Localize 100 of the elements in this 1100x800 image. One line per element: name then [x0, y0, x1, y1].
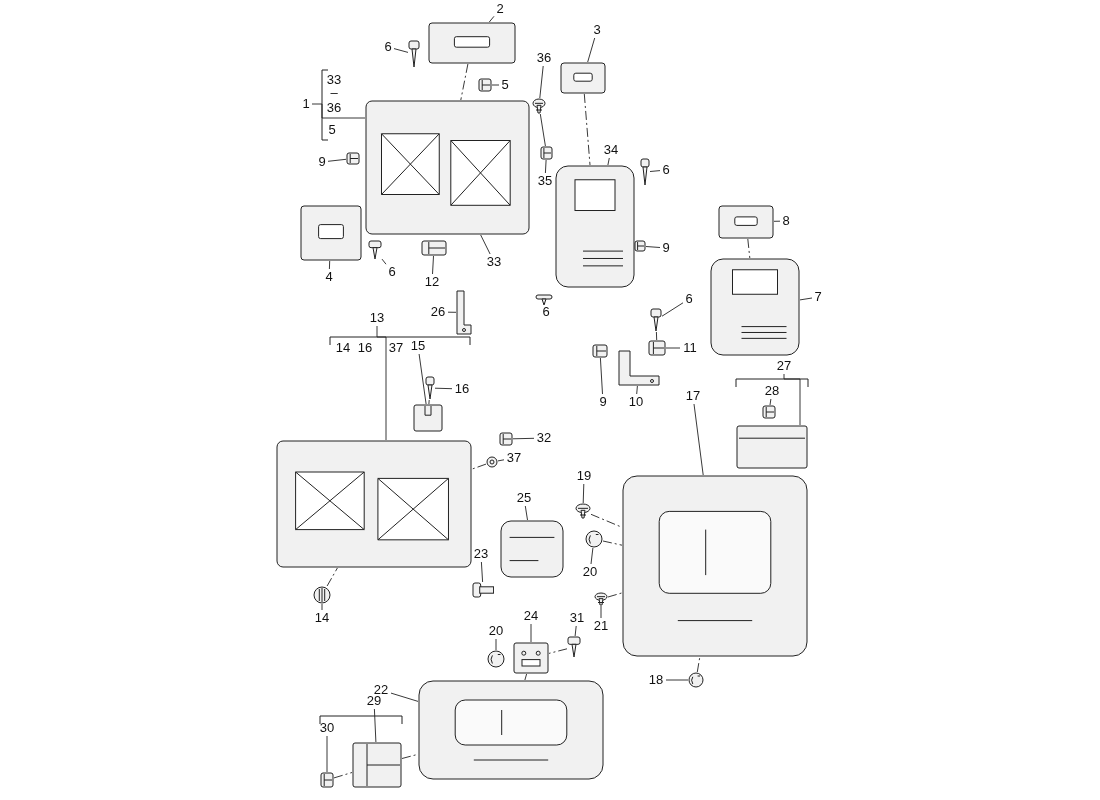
clip-drawing	[499, 432, 513, 446]
plug-drawing	[688, 672, 704, 688]
leader-line	[488, 15, 495, 23]
callout-number: 24	[521, 608, 541, 624]
callout-number: 25	[514, 490, 534, 506]
leader-line	[799, 297, 813, 301]
clip-drawing	[762, 405, 776, 419]
leader-line	[539, 113, 546, 147]
clip-drawing	[592, 344, 608, 358]
leader-line	[311, 103, 366, 119]
leader-line	[574, 625, 577, 637]
leader-line	[381, 258, 387, 265]
plug-drawing	[585, 530, 603, 548]
leader-line	[607, 157, 610, 166]
callout-number: 9	[597, 394, 609, 410]
callout-number: 6	[683, 291, 695, 307]
trim-panel-drawing	[365, 100, 530, 235]
callout-number: 4	[323, 269, 335, 285]
assembly-line	[583, 93, 591, 166]
washer-drawing	[486, 456, 498, 468]
leader-line	[649, 170, 661, 172]
callout-number: 1	[300, 96, 312, 112]
leader-line	[327, 158, 347, 162]
callout-number: 13	[367, 310, 387, 326]
callout-number: 17	[683, 388, 703, 404]
leader-line	[491, 84, 500, 86]
clip-drawing	[648, 340, 666, 356]
callout-number: 6	[386, 264, 398, 280]
leader-line	[321, 603, 323, 611]
assembly-line	[655, 331, 658, 341]
floor-liner-drawing	[622, 475, 808, 657]
leader-line	[544, 159, 547, 174]
clip-drawing	[634, 240, 646, 252]
assembly-line	[607, 592, 623, 598]
assembly-line	[548, 648, 568, 654]
callout-number: 5	[328, 122, 336, 138]
callout-number: 9	[316, 154, 328, 170]
callout-number: 36	[534, 50, 554, 66]
strap-drawing	[500, 520, 564, 578]
leader-line	[665, 679, 689, 681]
push-pin-drawing	[532, 98, 546, 114]
push-pin-drawing	[594, 592, 608, 606]
assembly-line	[460, 63, 469, 101]
callout-number: 28	[762, 383, 782, 399]
callout-number: 14	[312, 610, 332, 626]
screw-drawing	[567, 636, 581, 658]
leader-line	[390, 692, 419, 702]
assembly-line	[747, 238, 751, 259]
leader-line	[530, 623, 532, 643]
leader-line	[418, 353, 427, 405]
leader-line	[432, 255, 434, 275]
callout-number: 15	[408, 338, 428, 354]
trim-strip-drawing	[736, 425, 808, 469]
callout-number: 11	[680, 340, 700, 356]
callout-number: 34	[601, 142, 621, 158]
assembly-line	[333, 772, 353, 779]
callout-number: 12	[422, 274, 442, 290]
callout-number: 36	[326, 100, 342, 116]
assembly-line	[428, 399, 430, 405]
assembly-line	[401, 753, 419, 759]
leader-line	[773, 220, 781, 222]
callout-number: 6	[382, 39, 394, 55]
leader-line	[539, 65, 544, 99]
clip-drawing	[346, 152, 360, 165]
leader-line	[480, 234, 491, 255]
cover-drawing	[718, 205, 774, 239]
leader-line	[645, 246, 661, 248]
clip-drawing	[320, 772, 334, 788]
assembly-line	[602, 540, 623, 546]
callout-number: 3	[591, 22, 603, 38]
leader-line	[665, 347, 681, 349]
clip-drawing	[421, 240, 447, 256]
callout-number: 19	[574, 468, 594, 484]
trim-panel-drawing	[276, 440, 472, 568]
callout-number: 20	[486, 623, 506, 639]
assembly-line	[696, 656, 701, 673]
callout-number: 20	[580, 564, 600, 580]
bracket-drawing	[456, 290, 472, 335]
leader-line	[328, 260, 331, 270]
bolt-drawing	[472, 582, 494, 598]
callout-number: 5	[499, 77, 511, 93]
clip-drawing	[352, 742, 402, 788]
callout-number: 2	[494, 1, 506, 17]
plate-drawing	[513, 642, 549, 674]
callout-number: 16	[452, 381, 472, 397]
leader-line	[524, 505, 528, 521]
callout-number: 29	[364, 693, 384, 709]
callout-number: 16	[357, 340, 373, 356]
callout-number: 26	[428, 304, 448, 320]
leader-line	[769, 398, 772, 406]
callout-number: 6	[540, 304, 552, 320]
leader-line	[497, 459, 505, 462]
floor-liner-drawing	[418, 680, 604, 780]
assembly-line	[524, 673, 528, 681]
clip-drawing	[540, 146, 553, 160]
bracket-drawing	[618, 350, 660, 386]
leader-line	[599, 357, 603, 395]
callout-number: 30	[317, 720, 337, 736]
leader-line	[480, 561, 484, 583]
leader-line	[495, 638, 497, 651]
